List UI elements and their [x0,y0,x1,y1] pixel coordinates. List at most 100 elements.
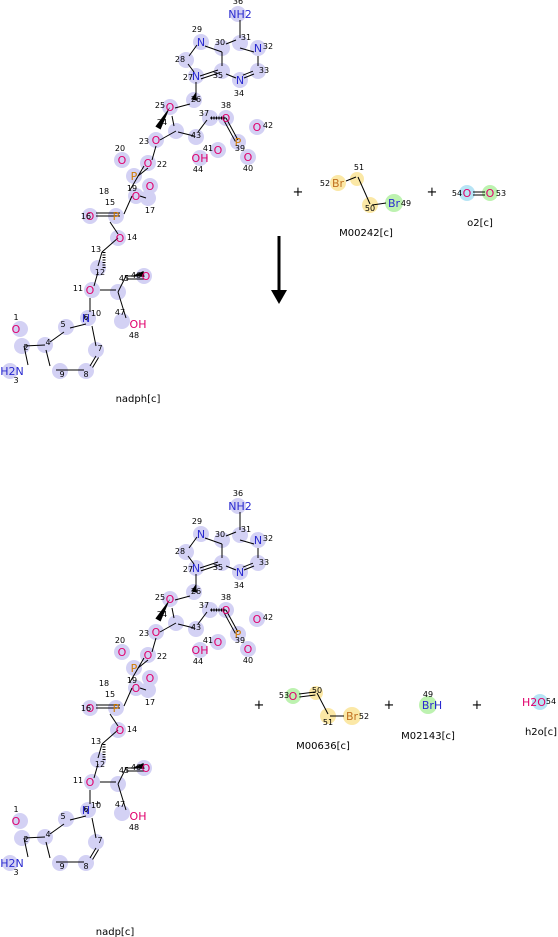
atom-index: 33 [259,66,269,75]
atom-symbol: P [113,210,120,223]
atom-symbol: O [144,649,153,662]
bond-line [316,692,329,715]
atom-highlight [230,498,246,514]
atom-index: 6 [83,805,88,814]
atom-index: 38 [221,101,231,110]
bond-line [49,331,65,343]
plus-sign: + [472,698,483,713]
atom-index: 19 [127,676,137,685]
atom-index: 8 [83,862,88,871]
atom-index: 11 [73,284,83,293]
atom-highlight [309,686,323,700]
atom-index: 42 [263,121,273,130]
bond-line [151,145,157,161]
atom-index: 3 [13,376,18,385]
atom-index: 34 [234,89,244,98]
bond-line [177,623,195,629]
atom-highlight [532,694,548,710]
bromine-atom: Br [388,197,401,210]
atom-index: 2 [23,343,28,352]
atom-highlight [58,811,74,827]
atom-highlight [249,119,265,135]
atom-index: 25 [155,593,165,602]
atom-index: 49 [401,199,411,208]
bond-line [129,165,145,191]
atom-highlight [12,321,28,337]
bond-line [97,743,103,759]
bond-line [298,691,316,695]
hydroxyl-group: OH [130,318,147,331]
wedge-bond [132,271,145,277]
atom-index: 20 [115,144,125,153]
bond-line [199,561,219,569]
atom-highlight [90,260,106,276]
atom-symbol: O [253,613,262,626]
atom-index: 15 [105,198,115,207]
atom-index: 26 [191,95,201,104]
atom-highlight [88,342,104,358]
bond-line [97,251,103,267]
bond-line [93,271,99,287]
wedge-bond [155,599,170,622]
atom-symbol: O [12,815,21,828]
amide-group: H2N [0,365,24,378]
atom-symbol: P [235,136,242,149]
atom-highlight [12,813,28,829]
atom-highlight [178,52,194,68]
oxygen-atom: O [289,690,298,703]
bond-line [69,323,87,329]
bond-line [225,117,239,141]
atom-index: 38 [221,593,231,602]
atom-index: 52 [320,179,330,188]
atom-highlight [80,802,96,818]
atom-highlight [114,644,130,660]
atom-index: 27 [183,565,193,574]
atom-highlight [230,6,246,22]
atom-symbol: O [152,134,161,147]
bond-line [45,841,51,859]
bond-line [204,45,223,53]
oxygen-atom: O [463,187,472,200]
bond-line [92,357,100,368]
bond-line [204,537,223,545]
bond-line [23,344,46,347]
atom-symbol: N [197,528,205,541]
atom-index: 45 [119,274,129,283]
bond-line [139,687,147,691]
bond-line [243,73,255,79]
atom-index: 13 [91,737,101,746]
atom-index: 43 [191,131,201,140]
atom-highlight [232,35,248,51]
bond-line [187,555,195,565]
atom-index: 41 [203,144,213,153]
bromine-atom: Br [346,710,359,723]
atom-index: 18 [99,187,109,196]
bond-line [117,767,127,785]
atom-highlight [188,621,204,637]
bond-line [222,119,236,142]
hydroxyl-group: OH [192,152,209,165]
atom-symbol: O [118,646,127,659]
bond-line [171,607,175,619]
atom-symbol: O [86,702,95,715]
atom-highlight [250,555,266,571]
atom-symbol: O [142,762,151,775]
atom-index: 23 [139,629,149,638]
atom-highlight [140,190,156,206]
atom-highlight [188,560,204,576]
atom-highlight [88,834,104,850]
atom-index: 19 [127,184,137,193]
atom-symbol: N [82,312,90,325]
atom-symbol: O [144,157,153,170]
atom-highlight [192,642,208,658]
atom-index: 26 [191,587,201,596]
atom-index: 54 [452,189,462,198]
atom-symbol: N [254,42,262,55]
atom-symbol: O [142,270,151,283]
atom-symbol: O [86,284,95,297]
hydrogen-bromide: BrH [422,699,442,712]
atom-index: 32 [263,534,273,543]
atom-highlight [78,363,94,379]
atom-index: 4 [45,830,50,839]
